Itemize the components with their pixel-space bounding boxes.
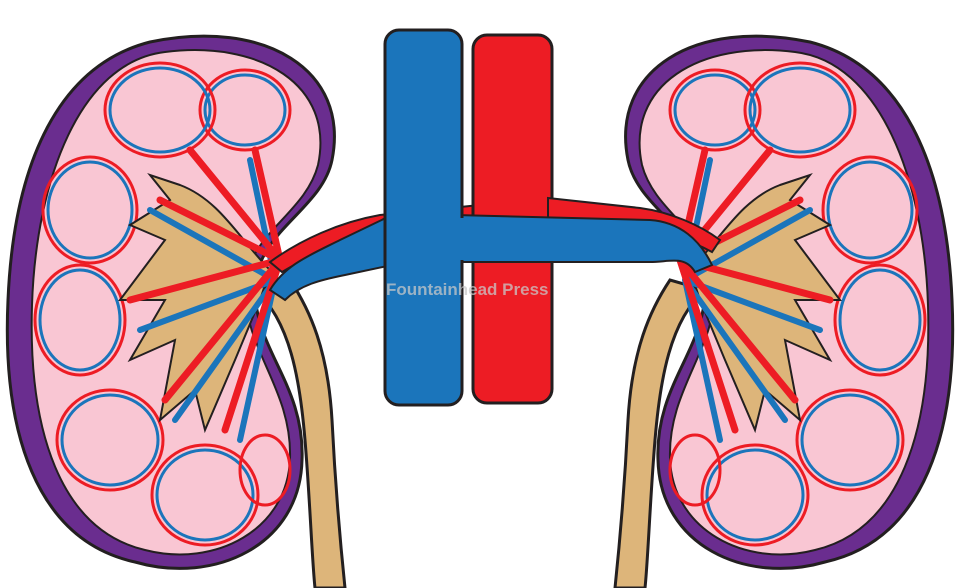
right-renal-vein (454, 213, 714, 274)
vena-cava-renal-junction (455, 218, 467, 260)
inferior-vena-cava (383, 28, 464, 407)
left-renal-vein (268, 213, 393, 302)
right-kidney (615, 36, 953, 588)
left-kidney (7, 36, 345, 588)
